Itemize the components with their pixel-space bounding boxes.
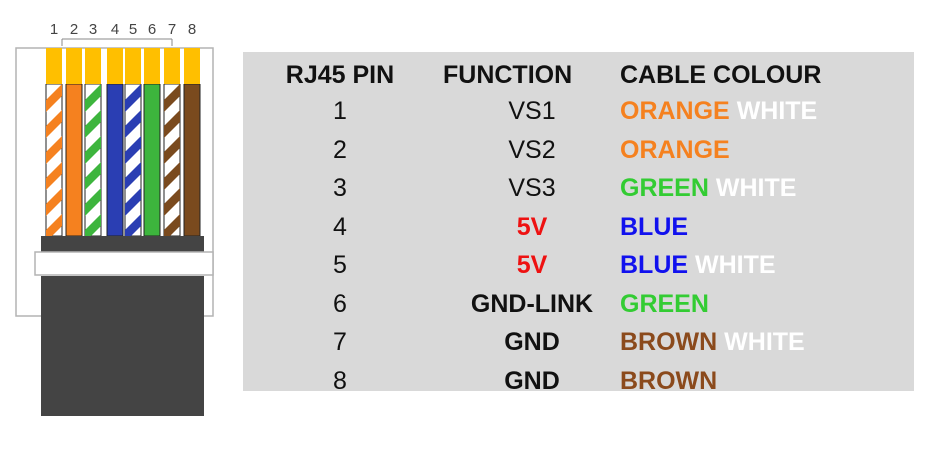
cable-colour-main: ORANGE [620, 97, 730, 125]
header-function: FUNCTION [443, 61, 573, 89]
wire-5 [124, 84, 142, 236]
cable-colour: BROWN [620, 363, 717, 399]
wire-6 [143, 84, 161, 236]
cable-colour: BLUE [620, 209, 688, 245]
contact-1 [46, 48, 62, 84]
wire-8 [183, 84, 201, 236]
wire-1 [45, 84, 63, 236]
pin-number-4: 4 [111, 21, 119, 38]
contact-6 [144, 48, 160, 84]
pin-number: 7 [333, 328, 347, 356]
pin-number-7: 7 [168, 21, 176, 38]
table-row-pin-1: 1 VS1 ORANGE WHITE [243, 93, 914, 129]
table-row-pin-2: 2 VS2 ORANGE [243, 132, 914, 168]
pin-function: GND-LINK [470, 289, 594, 318]
cable-colour: ORANGE WHITE [620, 93, 817, 129]
contact-8 [184, 48, 200, 84]
table-row-pin-7: 7 GND BROWN WHITE [243, 324, 914, 360]
wire-bundle [45, 84, 201, 236]
contact-2 [66, 48, 82, 84]
table-row-pin-5: 5 5V BLUE WHITE [243, 247, 914, 283]
wire-7 [163, 84, 181, 236]
table-header: RJ45 PIN FUNCTION CABLE COLOUR [243, 57, 914, 93]
locking-tab [34, 251, 214, 276]
table-row-pin-8: 8 GND BROWN [243, 363, 914, 399]
pin-number: 6 [333, 289, 347, 318]
pin-number-2: 2 [70, 21, 78, 38]
cable-colour-main: BROWN [620, 366, 718, 395]
wire-2 [65, 84, 83, 236]
cable-colour-stripe: WHITE [715, 174, 797, 202]
cable-colour-main: BLUE [620, 251, 689, 279]
pin-function: GND [504, 328, 560, 356]
pin-number: 3 [333, 174, 347, 202]
cable-colour-main: BLUE [620, 212, 689, 241]
header-rj45-pin: RJ45 PIN [285, 61, 395, 89]
header-cable-colour: CABLE COLOUR [620, 61, 822, 89]
cable-colour-main: GREEN [620, 174, 709, 202]
pin-number: 8 [333, 366, 347, 395]
contact-3 [85, 48, 101, 84]
wire-4 [106, 84, 124, 236]
contact-5 [125, 48, 141, 84]
cable-colour: BLUE WHITE [620, 247, 776, 283]
pin-number-6: 6 [148, 21, 156, 38]
pin-function: 5V [516, 251, 548, 279]
cable-colour-main: GREEN [620, 289, 709, 318]
table-row-pin-6: 6 GND-LINK GREEN [243, 286, 914, 322]
pin-function: 5V [516, 212, 548, 241]
wire-3 [84, 84, 102, 236]
cable-jacket [41, 276, 204, 416]
pin-number-3: 3 [89, 21, 97, 38]
pin-function: VS1 [508, 97, 556, 125]
pin-function: VS2 [508, 135, 556, 164]
contact-4 [107, 48, 123, 84]
pin-number: 2 [333, 135, 347, 164]
pin-number: 4 [333, 212, 347, 241]
cable-colour: BROWN WHITE [620, 324, 805, 360]
cable-colour-main: BROWN [620, 328, 718, 356]
table-row-pin-4: 4 5V BLUE [243, 209, 914, 245]
pin-number: 5 [333, 251, 347, 279]
cable-colour-stripe: WHITE [736, 97, 818, 125]
pin-function: VS3 [508, 174, 556, 202]
pin-number: 1 [333, 97, 347, 125]
gold-contacts [46, 48, 200, 84]
pin-number-5: 5 [129, 21, 137, 38]
cable-colour: GREEN [620, 286, 709, 322]
pin-number-8: 8 [188, 21, 196, 38]
table-row-pin-3: 3 VS3 GREEN WHITE [243, 170, 914, 206]
pin-function: GND [504, 366, 560, 395]
cable-jacket-upper [41, 236, 204, 254]
cable-colour-stripe: WHITE [724, 328, 805, 356]
pin-number-1: 1 [50, 21, 58, 38]
contact-7 [164, 48, 180, 84]
cable-colour-main: ORANGE [620, 135, 730, 164]
cable-colour: GREEN WHITE [620, 170, 796, 206]
cable-colour-stripe: WHITE [695, 251, 776, 279]
cable-colour: ORANGE [620, 132, 730, 168]
